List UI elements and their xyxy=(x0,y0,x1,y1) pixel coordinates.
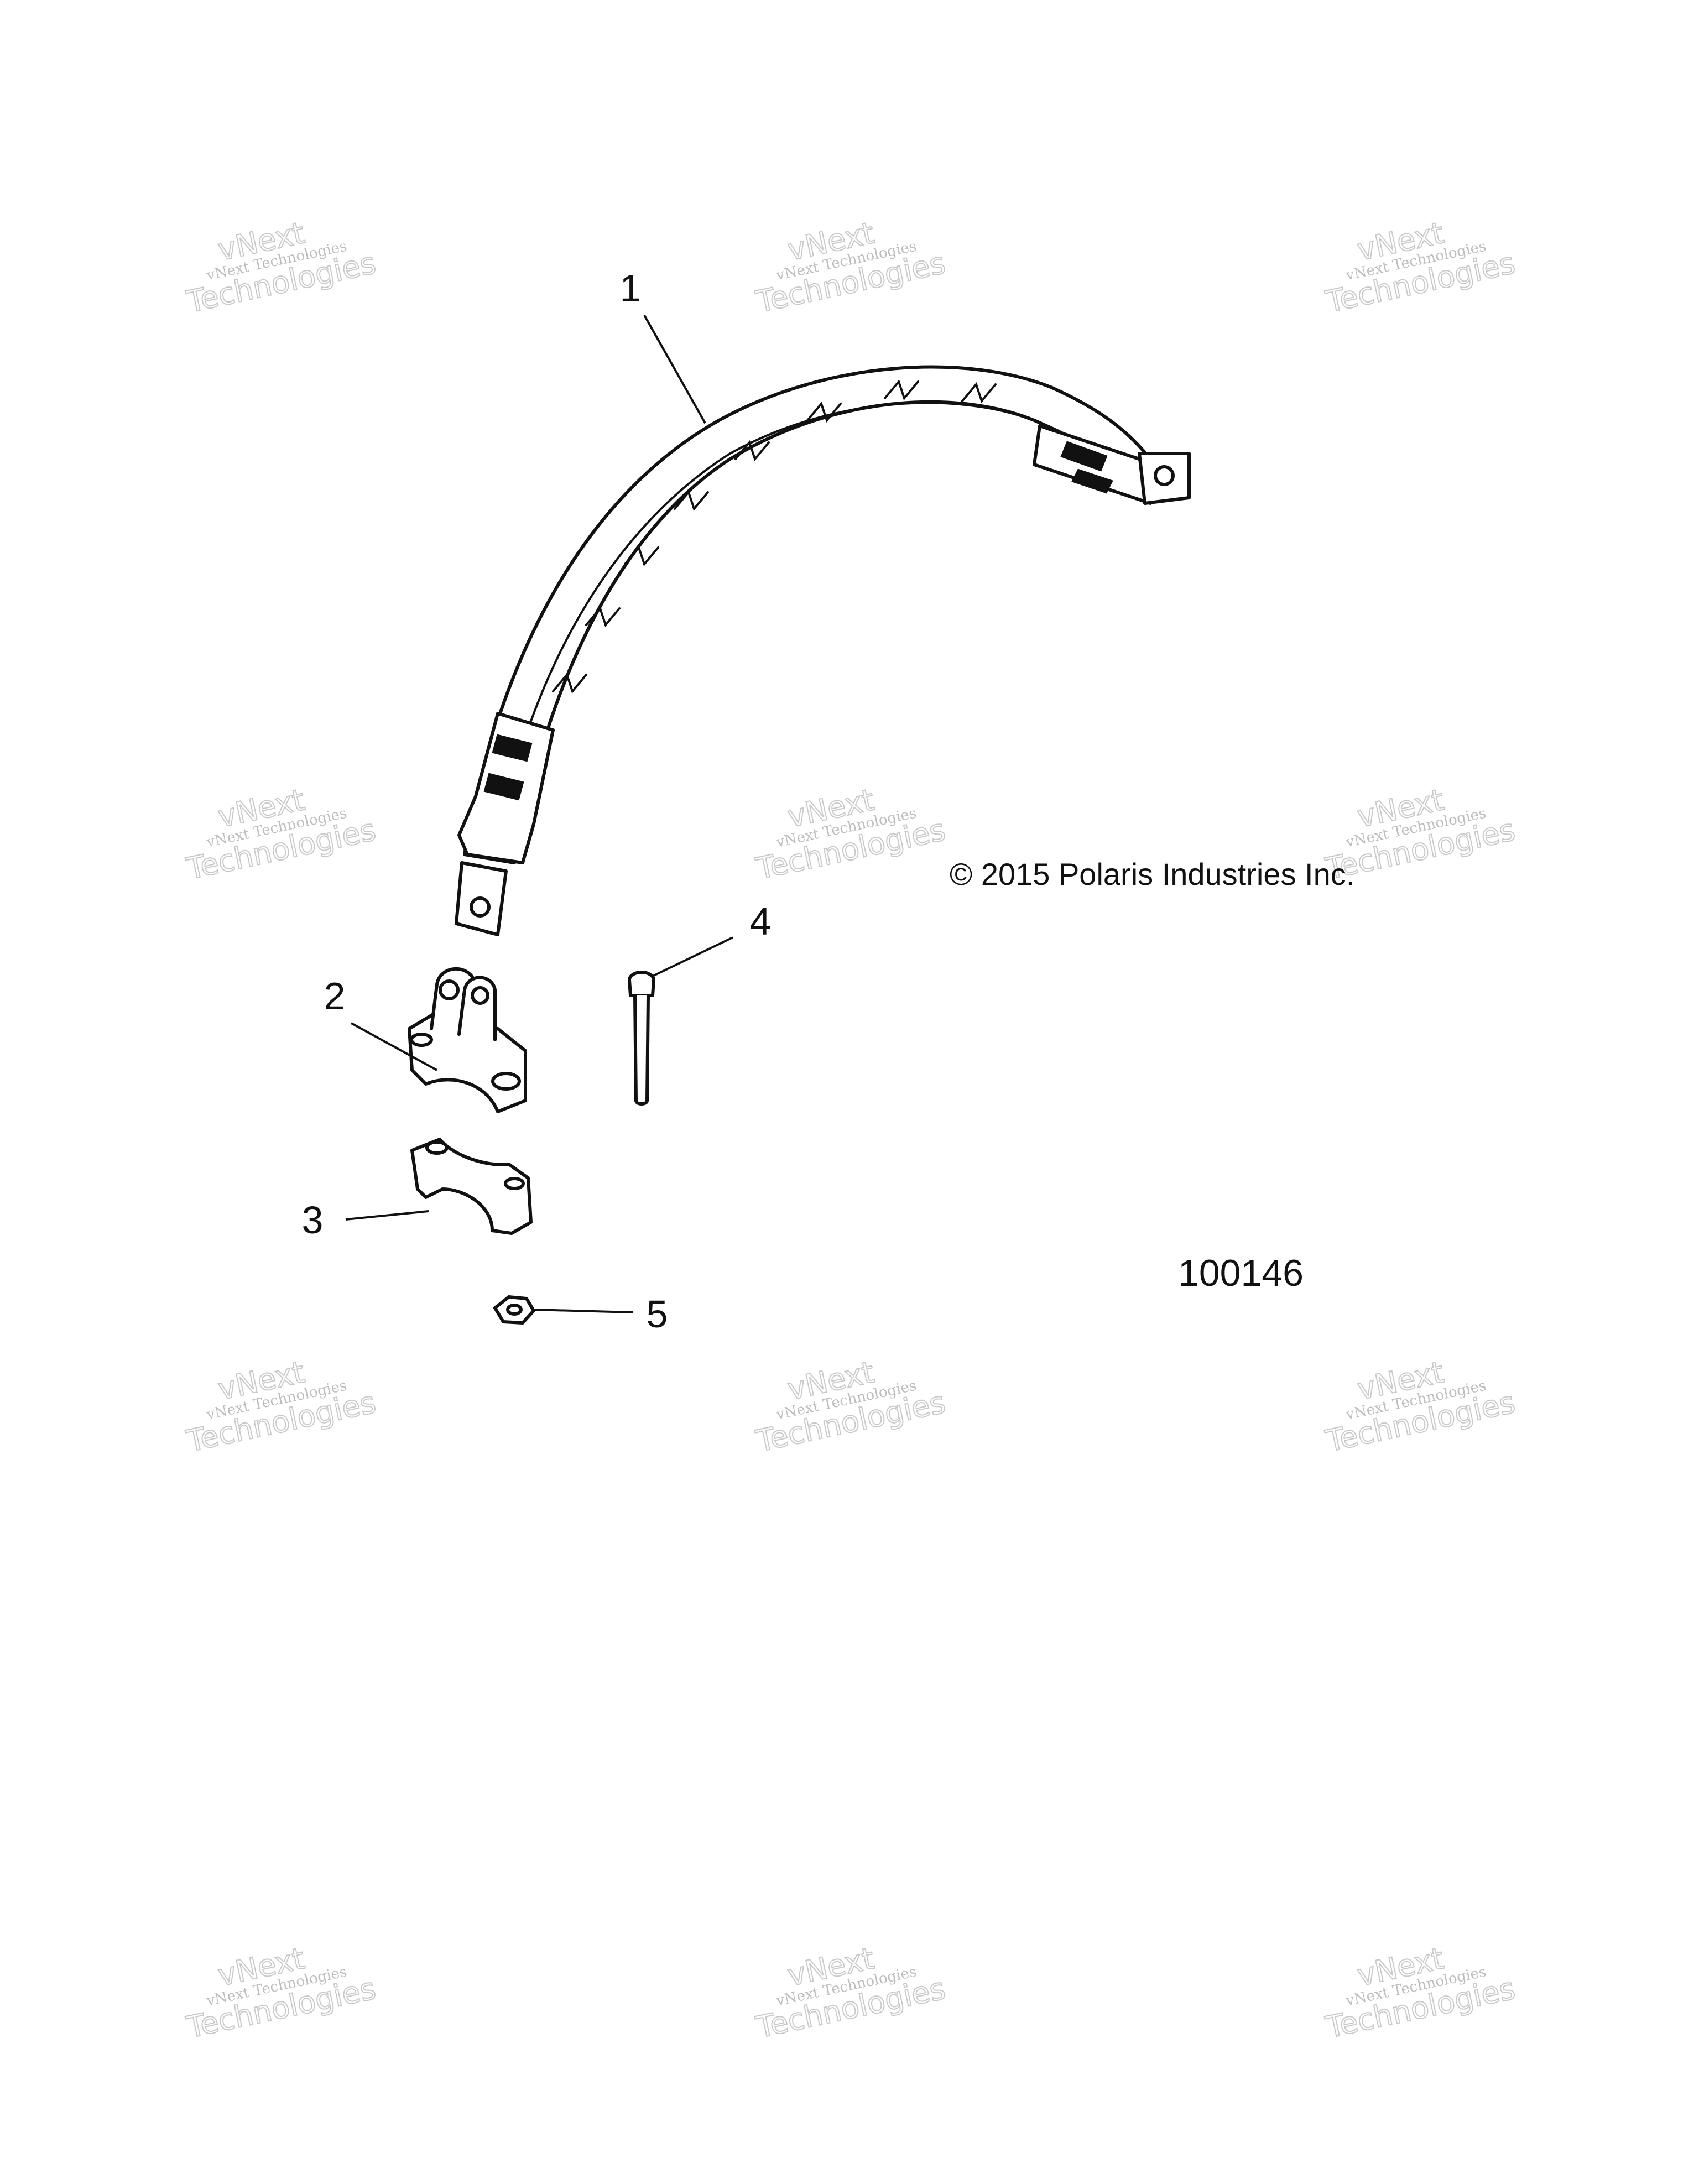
nut-part xyxy=(493,1295,535,1325)
callout-2: 2 xyxy=(324,974,346,1018)
callout-4: 4 xyxy=(750,900,772,943)
leader-line-1 xyxy=(643,315,706,424)
leader-line-2 xyxy=(351,1022,437,1071)
leader-line-5 xyxy=(533,1309,634,1313)
upper-clamp-part xyxy=(408,967,527,1113)
grab-bar-part xyxy=(455,365,1191,936)
leader-line-4 xyxy=(652,936,733,977)
bolt-part xyxy=(628,971,655,1106)
leader-line-3 xyxy=(345,1210,429,1221)
callout-5: 5 xyxy=(647,1292,668,1336)
drawing-number: 100146 xyxy=(1178,1252,1304,1294)
lower-clamp-part xyxy=(410,1138,533,1235)
callout-3: 3 xyxy=(302,1198,324,1242)
callout-1: 1 xyxy=(620,267,642,310)
copyright-notice: © 2015 Polaris Industries Inc. xyxy=(950,857,1354,892)
